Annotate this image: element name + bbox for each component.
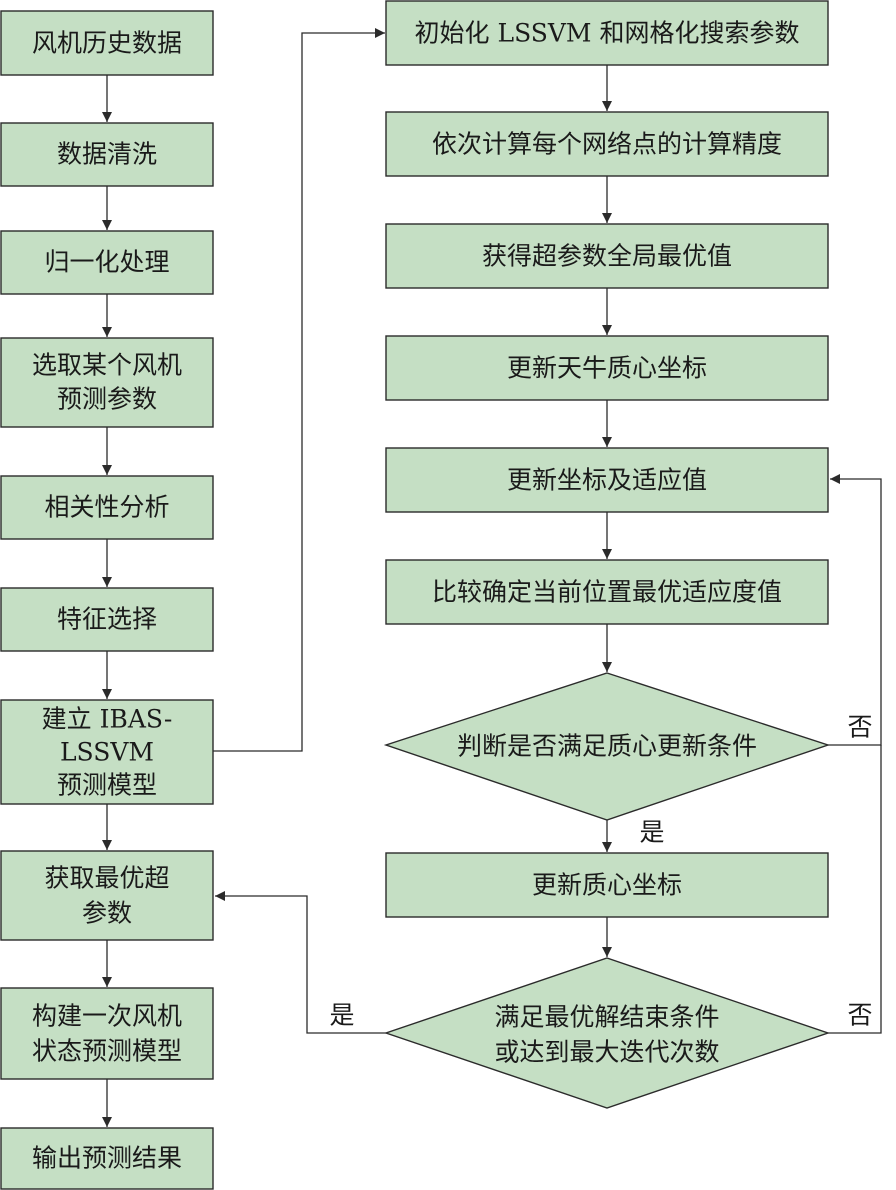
edge-d1-no-loop	[828, 474, 882, 746]
node-l1: 风机历史数据	[0, 10, 214, 76]
node-l3: 归一化处理	[0, 230, 214, 295]
edge-d2-no-loop	[828, 745, 882, 1034]
node-l9-label-line2: 状态预测模型	[32, 1037, 182, 1066]
node-l8-label-line2: 参数	[82, 899, 132, 928]
node-r6-label: 比较确定当前位置最优适应度值	[432, 578, 782, 607]
node-r2-label: 依次计算每个网络点的计算精度	[432, 130, 782, 159]
node-l5-label: 相关性分析	[44, 493, 169, 522]
node-r7-label: 更新质心坐标	[532, 871, 682, 900]
node-l8-label-line1: 获取最优超	[44, 864, 169, 893]
node-d1: 判断是否满足质心更新条件	[383, 672, 831, 821]
node-l6: 特征选择	[0, 587, 214, 652]
node-l7-label-line1: 建立 IBAS-	[42, 705, 173, 734]
node-l9-label-line1: 构建一次风机	[32, 1002, 182, 1031]
node-r3: 获得超参数全局最优值	[385, 223, 829, 289]
node-r5: 更新坐标及适应值	[385, 447, 829, 513]
node-l10: 输出预测结果	[0, 1127, 214, 1190]
edge-label-d1-no: 否	[847, 713, 872, 742]
edges-cross	[213, 28, 882, 1034]
node-l2-label: 数据清洗	[57, 140, 157, 169]
node-l10-label: 输出预测结果	[32, 1144, 182, 1173]
node-l6-label: 特征选择	[57, 605, 157, 634]
node-r4: 更新天牛质心坐标	[385, 335, 829, 401]
node-r1: 初始化 LSSVM 和网格化搜索参数	[385, 0, 829, 66]
edge-d2-yes-to-l8	[215, 891, 386, 1034]
node-r2: 依次计算每个网络点的计算精度	[385, 111, 829, 177]
edge-l7-r1	[213, 28, 385, 752]
node-l4-label-line2: 预测参数	[57, 385, 157, 414]
node-r6: 比较确定当前位置最优适应度值	[385, 559, 829, 625]
node-l7-label-line3: 预测模型	[57, 771, 157, 800]
node-d2-label-line2: 或达到最大迭代次数	[494, 1038, 719, 1067]
edge-label-d2-no: 否	[847, 1001, 872, 1030]
node-r7: 更新质心坐标	[385, 852, 829, 918]
node-l4: 选取某个风机 预测参数	[0, 337, 214, 428]
node-r5-label: 更新坐标及适应值	[507, 466, 707, 495]
node-l3-label: 归一化处理	[44, 248, 169, 277]
node-d2-label-line1: 满足最优解结束条件	[494, 1003, 719, 1032]
node-r3-label: 获得超参数全局最优值	[482, 242, 732, 271]
node-d1-label: 判断是否满足质心更新条件	[457, 732, 757, 761]
node-l1-label: 风机历史数据	[32, 29, 182, 58]
node-r4-label: 更新天牛质心坐标	[507, 354, 707, 383]
node-l9: 构建一次风机 状态预测模型	[0, 987, 214, 1080]
node-d2: 满足最优解结束条件 或达到最大迭代次数	[383, 957, 831, 1109]
edge-label-d1-yes: 是	[639, 818, 664, 847]
node-l7: 建立 IBAS- LSSVM 预测模型	[0, 699, 214, 805]
node-l7-label-line2: LSSVM	[60, 738, 154, 767]
node-l5: 相关性分析	[0, 475, 214, 540]
node-l8: 获取最优超 参数	[0, 850, 214, 941]
node-l4-label-line1: 选取某个风机	[32, 351, 182, 380]
node-r1-label: 初始化 LSSVM 和网格化搜索参数	[415, 19, 800, 48]
node-l2: 数据清洗	[0, 122, 214, 187]
edge-label-d2-yes: 是	[329, 1001, 354, 1030]
